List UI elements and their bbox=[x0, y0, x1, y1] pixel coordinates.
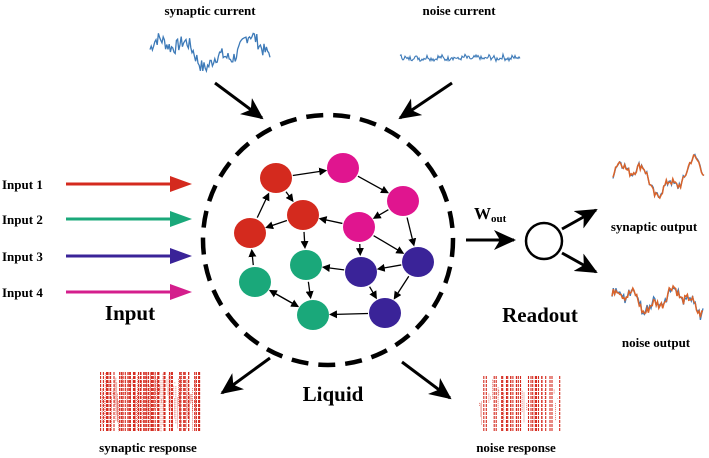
liquid-label: Liquid bbox=[303, 382, 364, 406]
connection-b1-g1 bbox=[321, 264, 345, 272]
neuron-b3 bbox=[369, 298, 401, 328]
input-4-label: Input 4 bbox=[2, 285, 43, 300]
connection-g1-g3 bbox=[305, 281, 314, 300]
input-section-label: Input bbox=[105, 301, 155, 325]
connection-r2-r3 bbox=[265, 219, 288, 230]
synaptic-output-target-trace bbox=[612, 153, 705, 199]
synaptic-current-arrow bbox=[214, 81, 264, 120]
connection-b2-b1 bbox=[376, 263, 402, 272]
neuron-b2 bbox=[402, 247, 434, 277]
connection-b2-b3 bbox=[393, 275, 410, 300]
readout-to-noise-arrow bbox=[561, 251, 598, 274]
liquid-boundary bbox=[200, 112, 456, 368]
neuron-m1 bbox=[327, 153, 359, 183]
readout-node bbox=[524, 221, 564, 261]
noise-output-prediction-trace bbox=[611, 284, 704, 318]
w-out-label: Wout bbox=[474, 204, 507, 225]
connection-g3-g2 bbox=[268, 289, 299, 308]
synaptic-output-label: synaptic output bbox=[611, 219, 698, 234]
readout-to-synaptic-arrow bbox=[561, 208, 598, 231]
input-2: Input 2 bbox=[2, 211, 192, 227]
synaptic-current-trace bbox=[149, 32, 271, 74]
connection-m2-m3 bbox=[372, 209, 389, 219]
synaptic-response-raster bbox=[100, 372, 201, 432]
neuron-m3 bbox=[343, 212, 375, 242]
connection-m2-b2 bbox=[406, 217, 417, 247]
noise-current-arrow bbox=[398, 81, 453, 120]
noise-response-raster bbox=[479, 376, 561, 432]
noise-current-trace bbox=[399, 52, 521, 63]
readout-label: Readout bbox=[502, 303, 578, 327]
input-1: Input 1 bbox=[2, 176, 192, 192]
input-1-label: Input 1 bbox=[2, 177, 43, 192]
connection-r2-g1 bbox=[300, 231, 309, 250]
neuron-r1 bbox=[260, 163, 292, 193]
connection-m3-r2 bbox=[318, 216, 343, 225]
synaptic-current-label: synaptic current bbox=[164, 3, 256, 18]
neuron-r2 bbox=[287, 200, 319, 230]
neuron-m2 bbox=[387, 186, 419, 216]
neuron-r3 bbox=[234, 218, 266, 248]
synaptic-response-label: synaptic response bbox=[99, 440, 197, 455]
liquid-connections bbox=[248, 167, 417, 319]
neuron-b1 bbox=[345, 257, 377, 287]
liquid-neurons bbox=[234, 153, 434, 330]
synaptic-response-arrow bbox=[220, 356, 271, 395]
neuron-g3 bbox=[297, 300, 329, 330]
input-3-arrowhead bbox=[170, 248, 192, 264]
input-4: Input 4 bbox=[2, 284, 192, 300]
connection-r1-r2 bbox=[285, 191, 294, 203]
noise-output-label: noise output bbox=[622, 335, 691, 350]
noise-response-label: noise response bbox=[476, 440, 556, 455]
noise-current-label: noise current bbox=[422, 3, 496, 18]
input-1-arrowhead bbox=[170, 176, 192, 192]
input-2-arrowhead bbox=[170, 211, 192, 227]
input-3: Input 3 bbox=[2, 248, 192, 264]
noise-response-arrow bbox=[401, 360, 452, 400]
connection-m3-b2 bbox=[373, 235, 405, 254]
connection-r1-m1 bbox=[292, 167, 328, 177]
synaptic-output-prediction-trace bbox=[612, 153, 705, 200]
connection-b1-b3 bbox=[369, 286, 377, 300]
neuron-g1 bbox=[290, 250, 322, 280]
connection-r3-r1 bbox=[256, 192, 270, 218]
input-4-arrowhead bbox=[170, 284, 192, 300]
neuron-g2 bbox=[239, 267, 271, 297]
input-3-label: Input 3 bbox=[2, 249, 43, 264]
connection-b3-g3 bbox=[328, 310, 369, 319]
input-2-label: Input 2 bbox=[2, 212, 43, 227]
connection-g2-r3 bbox=[248, 248, 257, 266]
connection-m1-m2 bbox=[357, 175, 389, 194]
